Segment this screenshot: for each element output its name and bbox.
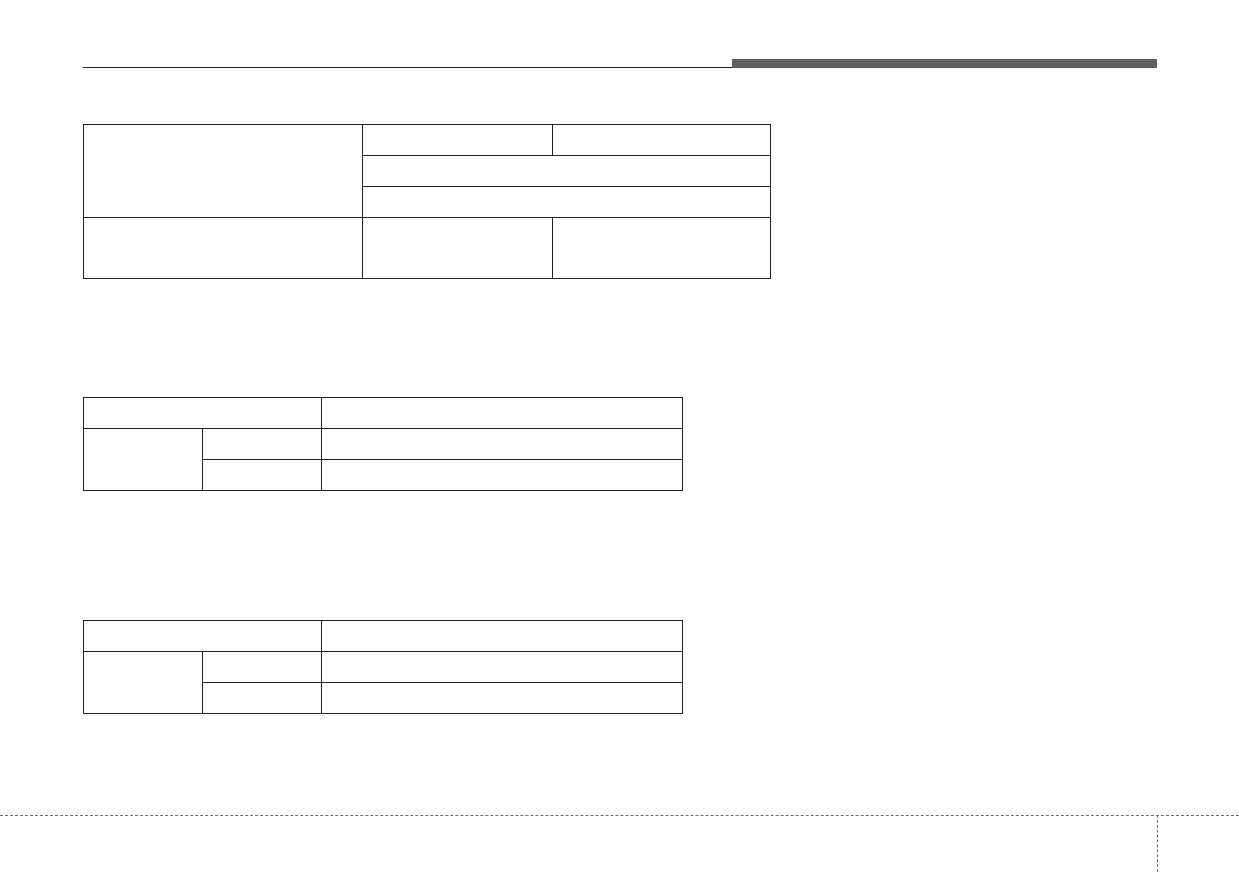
table-cell bbox=[321, 459, 683, 491]
table-cell bbox=[321, 428, 683, 460]
table-cell bbox=[321, 397, 683, 429]
table-cell bbox=[321, 620, 683, 652]
header-accent-bar bbox=[732, 59, 1157, 68]
footer-dashed-rule bbox=[0, 815, 1239, 816]
table-cell bbox=[552, 124, 771, 156]
table-cell bbox=[83, 620, 322, 652]
spec-table-1 bbox=[83, 124, 771, 279]
table-cell bbox=[321, 651, 683, 683]
table-cell bbox=[83, 651, 203, 714]
header-rule bbox=[83, 67, 735, 68]
table-cell bbox=[362, 217, 553, 279]
table-row bbox=[83, 620, 683, 652]
table-row bbox=[83, 397, 683, 429]
table-row bbox=[83, 651, 683, 714]
table-row bbox=[83, 124, 771, 218]
table-cell bbox=[83, 124, 363, 218]
spec-table-3 bbox=[83, 620, 683, 714]
table-row bbox=[84, 459, 683, 491]
table-cell bbox=[552, 217, 771, 279]
table-cell bbox=[202, 459, 322, 491]
table-cell bbox=[362, 155, 771, 187]
table-cell bbox=[362, 186, 771, 218]
table-row bbox=[83, 217, 771, 279]
table-cell bbox=[321, 682, 683, 714]
table-cell bbox=[362, 124, 553, 156]
spec-table-2 bbox=[83, 397, 683, 491]
footer-page-tick bbox=[1157, 815, 1158, 872]
table-cell bbox=[83, 397, 322, 429]
table-cell bbox=[202, 428, 322, 460]
table-cell bbox=[83, 428, 203, 491]
table-row bbox=[84, 682, 683, 714]
table-cell bbox=[202, 651, 322, 683]
table-cell bbox=[202, 682, 322, 714]
table-cell bbox=[83, 217, 363, 279]
table-row bbox=[83, 428, 683, 491]
